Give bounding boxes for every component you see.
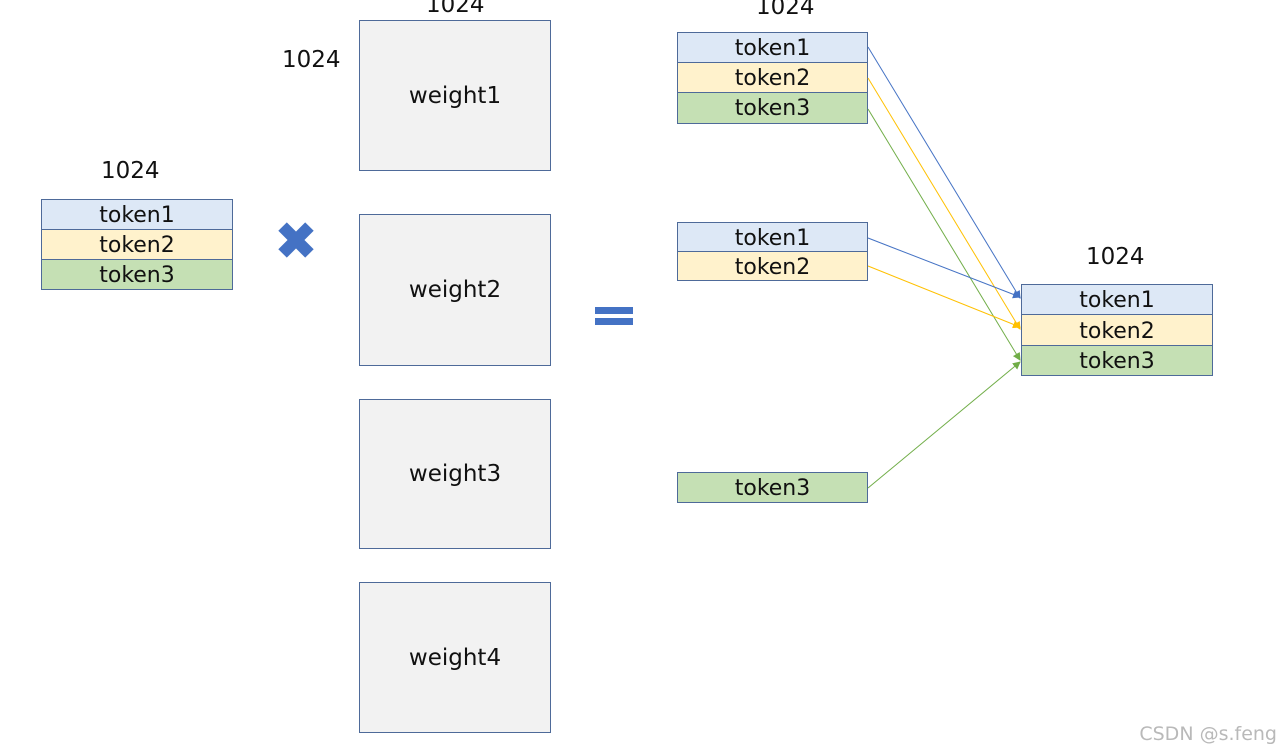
multiply-cross-icon (278, 222, 314, 258)
arrow-token1-group2 (867, 237, 1021, 299)
arrow-token3-group1 (867, 108, 1021, 361)
output-token: token3 (677, 472, 868, 503)
weight-block: weight4 (359, 582, 551, 733)
weight-height-label: 1024 (282, 47, 341, 73)
weight-block: weight3 (359, 399, 551, 549)
watermark: CSDN @s.feng (1139, 723, 1277, 745)
input-token: token2 (41, 229, 233, 260)
weight-label: weight1 (408, 82, 502, 109)
weight-block: weight1 (359, 20, 551, 171)
input-token: token1 (41, 199, 233, 230)
arrow-token2-group1 (867, 77, 1021, 330)
input-token: token3 (41, 259, 233, 290)
arrow-token1-group1 (867, 46, 1021, 299)
output-token: token3 (677, 92, 868, 124)
result-token: token2 (1021, 314, 1213, 346)
result-width-label: 1024 (1086, 244, 1145, 270)
result-token: token1 (1021, 284, 1213, 315)
weight-width-label: 1024 (426, 0, 485, 18)
equals-icon (595, 307, 633, 325)
output-token: token2 (677, 62, 868, 93)
output-token: token1 (677, 32, 868, 63)
weight-block: weight2 (359, 214, 551, 366)
weight-label: weight3 (408, 461, 502, 487)
input-width-label: 1024 (101, 158, 160, 184)
outputs-width-label: 1024 (756, 0, 815, 20)
weight-label: weight2 (408, 277, 502, 303)
arrow-token2-group2 (867, 265, 1021, 329)
weight-label: weight4 (408, 644, 502, 671)
result-token: token3 (1021, 345, 1213, 376)
output-token: token2 (677, 251, 868, 281)
arrow-token3-group3 (867, 361, 1021, 489)
